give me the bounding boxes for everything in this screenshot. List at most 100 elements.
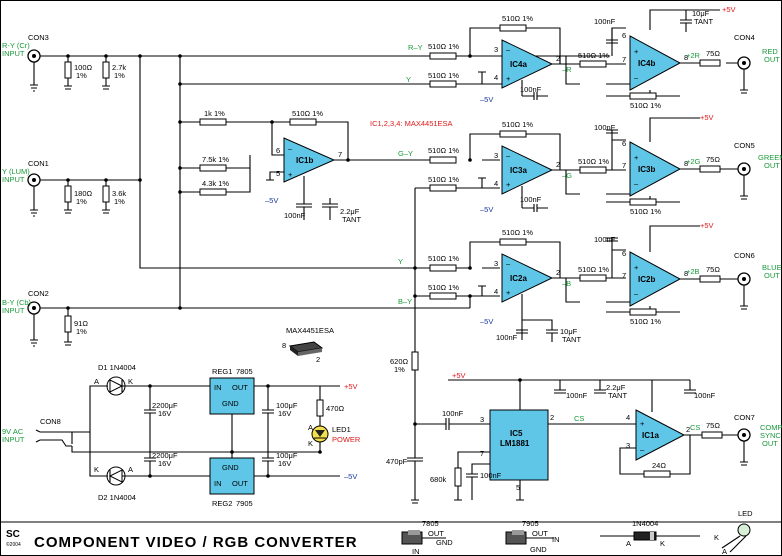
svg-text:2: 2 [686,425,690,434]
svg-text:IC1a: IC1a [642,431,659,440]
svg-text:10μF: 10μF [692,9,710,18]
svg-text:2: 2 [556,268,560,277]
svg-text:510Ω 1%: 510Ω 1% [578,51,609,60]
svg-text:–R: –R [562,65,572,74]
svg-text:16V: 16V [278,409,291,418]
legend-7805: 7805 OUT GND IN [401,519,453,556]
svg-text:+: + [506,288,511,297]
con8-connector: CON8 9V AC INPUT [2,417,73,447]
svg-text:IC3a: IC3a [510,166,527,175]
svg-text:–: – [506,45,511,54]
svg-text:–G: –G [562,171,572,180]
page-title: COMPONENT VIDEO / RGB CONVERTER [34,534,358,551]
svg-text:510Ω 1%: 510Ω 1% [630,207,661,216]
svg-text:IN: IN [412,547,420,556]
svg-text:510Ω 1%: 510Ω 1% [578,157,609,166]
svg-text:4: 4 [494,287,498,296]
svg-text:510Ω 1%: 510Ω 1% [578,265,609,274]
con1-connector: CON1 Y (LUM) INPUT [2,159,140,217]
svg-text:7905: 7905 [522,519,539,528]
legend-1n4004: 1N4004 A K [600,519,700,548]
svg-text:8: 8 [684,269,688,278]
svg-text:2.7k: 2.7k [112,63,126,72]
svg-text:REG2: REG2 [212,499,232,508]
svg-text:A: A [626,539,631,548]
svg-text:TANT: TANT [342,215,361,224]
svg-text:3.6k: 3.6k [112,189,126,198]
svg-text:CS: CS [574,414,584,423]
svg-text:510Ω 1%: 510Ω 1% [630,317,661,326]
legend-7905: 7905 OUT IN GND [505,519,560,554]
svg-text:+: + [634,47,639,56]
svg-text:LED1: LED1 [332,425,351,434]
svg-text:–: – [506,259,511,268]
max4451-package: MAX4451ESA 8 2 [282,326,334,364]
svg-text:8: 8 [684,53,688,62]
svg-text:1k 1%: 1k 1% [204,109,225,118]
svg-text:6: 6 [622,139,626,148]
svg-text:–: – [634,73,639,82]
svg-text:100nF: 100nF [520,85,542,94]
con3-label2: INPUT [2,49,25,58]
svg-text:OUT: OUT [764,161,780,170]
svg-text:510Ω 1%: 510Ω 1% [428,146,459,155]
legend-led: LED K A [714,509,753,556]
svg-text:100nF: 100nF [520,195,542,204]
r2k7-resistor: 2.7k 1% [102,54,126,90]
svg-text:8: 8 [282,341,286,350]
svg-text:4: 4 [626,413,630,422]
svg-text:+5V: +5V [452,371,466,380]
svg-text:Y: Y [406,75,411,84]
svg-text:2: 2 [550,413,554,422]
svg-text:LED: LED [738,509,753,518]
svg-text:K: K [660,539,665,548]
svg-text:GND: GND [222,463,239,472]
svg-text:2200μF: 2200μF [152,451,178,460]
svg-text:+2B: +2B [686,267,700,276]
ic-note: IC1,2,3,4: MAX4451ESA [370,119,453,128]
svg-text:7: 7 [622,55,626,64]
r91-resistor: 91Ω 1% [64,306,88,346]
svg-text:CON4: CON4 [734,33,755,42]
svg-text:510Ω 1%: 510Ω 1% [502,120,533,129]
svg-text:8: 8 [684,159,688,168]
svg-text:620Ω: 620Ω [390,357,409,366]
svg-text:–: – [634,289,639,298]
svg-text:75Ω: 75Ω [706,49,720,58]
svg-text:INPUT: INPUT [2,435,25,444]
svg-text:IC1b: IC1b [296,156,313,165]
svg-text:SC: SC [6,529,20,540]
svg-text:INPUT: INPUT [2,175,25,184]
svg-text:GREEN: GREEN [758,153,782,162]
svg-text:–5V: –5V [265,196,278,205]
svg-text:–5V: –5V [344,472,357,481]
svg-text:24Ω: 24Ω [652,461,666,470]
svg-text:+: + [506,180,511,189]
r180-resistor: 180Ω 1% [64,178,93,214]
svg-text:7805: 7805 [422,519,439,528]
svg-text:–B: –B [562,279,571,288]
svg-text:+5V: +5V [344,382,358,391]
svg-text:+2G: +2G [686,157,701,166]
svg-text:OUT: OUT [764,271,780,280]
svg-text:510Ω 1%: 510Ω 1% [292,109,323,118]
svg-text:COMP: COMP [760,423,782,432]
svg-text:Y (LUM): Y (LUM) [2,167,30,176]
svg-text:D2 1N4004: D2 1N4004 [98,493,136,502]
r3k6-resistor: 3.6k 1% [102,178,126,214]
svg-text:100nF: 100nF [566,391,588,400]
svg-text:510Ω 1%: 510Ω 1% [630,101,661,110]
svg-text:100nF: 100nF [284,211,306,220]
svg-text:1%: 1% [394,365,405,374]
svg-text:2: 2 [316,355,320,364]
svg-text:–5V: –5V [480,205,493,214]
svg-text:7: 7 [480,449,484,458]
svg-text:A: A [94,377,99,386]
svg-text:OUT: OUT [762,439,778,448]
svg-text:IC5: IC5 [510,429,523,438]
svg-text:K: K [308,439,313,448]
svg-text:–5V: –5V [480,95,493,104]
ic2a-opamp [501,253,554,303]
svg-text:75Ω: 75Ω [706,421,720,430]
svg-text:75Ω: 75Ω [706,265,720,274]
